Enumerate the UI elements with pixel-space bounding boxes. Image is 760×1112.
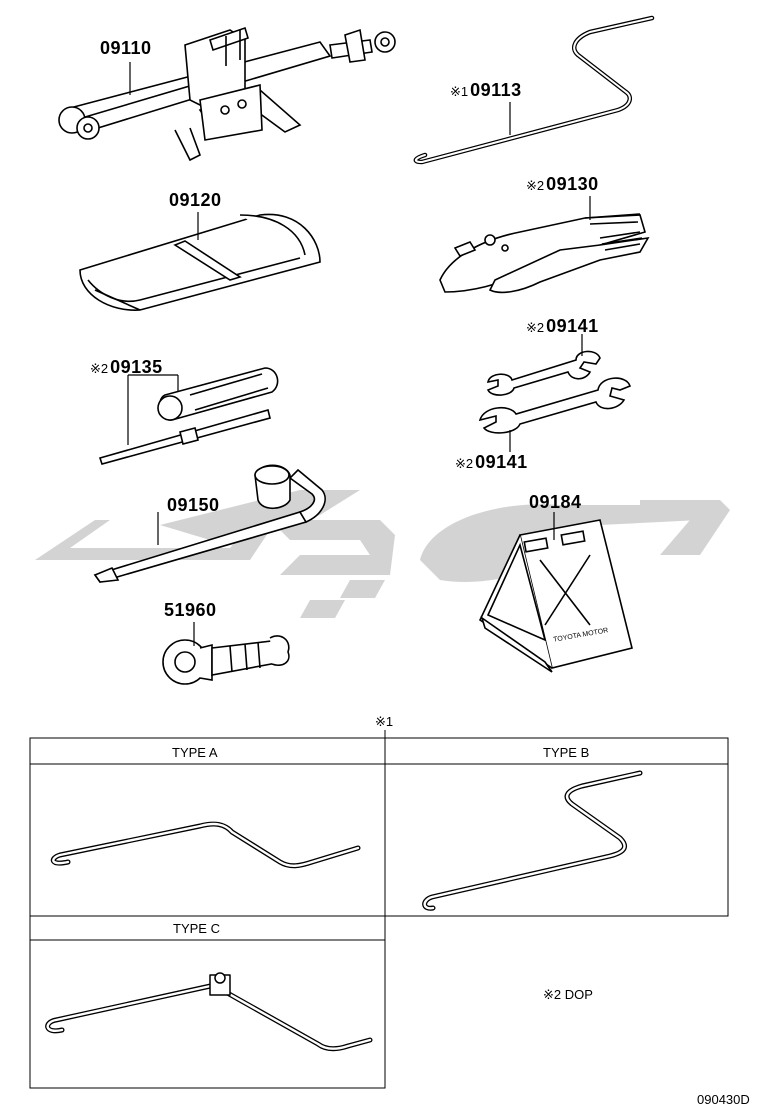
part-label-09120[interactable]: 09120 (169, 190, 222, 210)
table-header-mark: ※1 (375, 714, 394, 729)
diagram-code: 090430D (697, 1092, 750, 1107)
wrench-upper-drawing (486, 350, 601, 396)
screwdriver-drawing (98, 367, 279, 465)
wheel-wrench-drawing (93, 464, 326, 583)
part-label-09150[interactable]: 09150 (167, 495, 220, 515)
jack-drawing (58, 26, 396, 162)
type-c-label: TYPE C (173, 921, 220, 936)
tool-bag-drawing (79, 213, 321, 311)
watermark-logo (35, 490, 730, 618)
type-a-bar-drawing (50, 821, 361, 869)
part-label-09184[interactable]: 09184 (529, 492, 582, 512)
handle-drawing-inner (414, 17, 653, 163)
part-label-09110[interactable]: 09110 (100, 38, 152, 58)
wheel-chock-drawing (478, 519, 633, 673)
wrench-lower-drawing (478, 377, 631, 434)
towing-eye-drawing (162, 635, 290, 685)
part-label-51960[interactable]: 51960 (164, 600, 217, 620)
variants-table (29, 730, 729, 1089)
type-a-label: TYPE A (172, 745, 218, 760)
type-b-bar-drawing (422, 770, 643, 911)
dop-footnote: ※2 DOP (543, 987, 593, 1002)
type-c-bar-drawing (45, 972, 373, 1052)
pliers-drawing (439, 213, 650, 294)
type-b-label: TYPE B (543, 745, 590, 760)
